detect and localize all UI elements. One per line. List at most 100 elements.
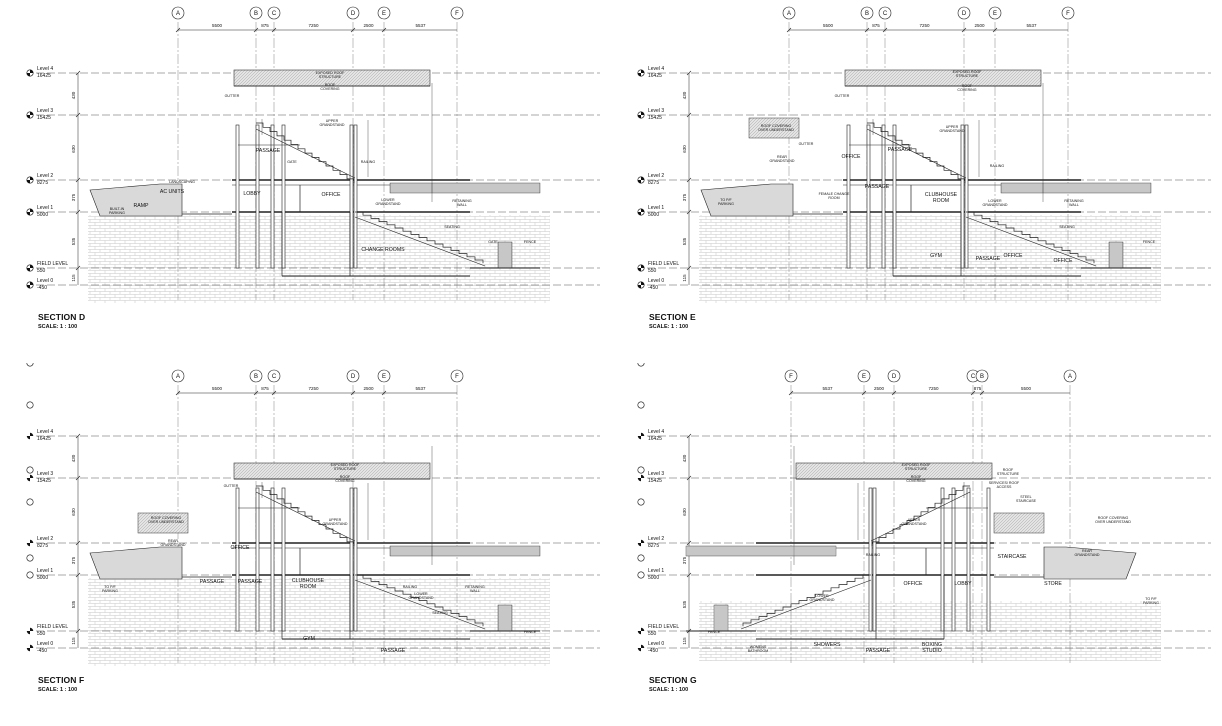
building-section xyxy=(89,446,541,640)
grid-bubble-icon xyxy=(975,369,989,383)
grid-label: B xyxy=(254,11,258,17)
label-fence: FENCE xyxy=(524,240,537,244)
grid-label: D xyxy=(892,374,897,380)
level-name: Level 4 xyxy=(37,66,53,72)
section-title: SECTION G xyxy=(649,675,697,685)
level-elevation: 550 xyxy=(648,268,657,274)
rear-roof xyxy=(993,512,1045,534)
level-elevation: -450 xyxy=(37,648,47,654)
grid-label: A xyxy=(176,374,180,380)
label-seating: SEATING xyxy=(444,225,460,229)
label-gate2: GATE xyxy=(488,240,498,244)
fence xyxy=(497,241,513,269)
grid-dimension: 7250 xyxy=(919,23,930,28)
level-name: FIELD LEVEL xyxy=(37,261,68,267)
level-marker-icon xyxy=(637,264,645,272)
level-marker-icon xyxy=(637,554,645,635)
level-marker-icon xyxy=(26,554,34,635)
label-passage2: PASSAGE xyxy=(865,184,890,190)
grid-label: D xyxy=(351,11,356,17)
label-office: OFFICE xyxy=(230,545,250,551)
label-passage: PASSAGE xyxy=(888,147,913,153)
label-change: CHANGE ROOMS xyxy=(361,247,405,253)
label-gutter: GUTTER xyxy=(835,94,850,98)
level-dimension: 535 xyxy=(682,600,687,608)
section-scale: SCALE: 1 : 100 xyxy=(649,324,689,330)
level-name: Level 2 xyxy=(37,536,53,542)
level-name: Level 4 xyxy=(37,429,53,435)
level-elevation: 16425 xyxy=(648,73,662,79)
label-ac: AC UNITS xyxy=(160,189,185,195)
fence xyxy=(1108,241,1124,269)
grid-dimension: 5537 xyxy=(415,23,426,28)
level-marker-icon xyxy=(26,264,34,272)
grid-dimension: 2500 xyxy=(974,23,985,28)
label-gutter2: GUTTER xyxy=(799,142,814,146)
level-marker-icon xyxy=(26,111,34,119)
label-fence: FENCE xyxy=(524,630,537,634)
level-dimension: 115 xyxy=(682,274,687,282)
grid-label: B xyxy=(254,374,258,380)
label-lobby: LOBBY xyxy=(954,581,972,587)
grid-bubble-icon xyxy=(784,369,798,383)
section-scale: SCALE: 1 : 100 xyxy=(38,687,78,693)
grid-bubble-icon xyxy=(1061,6,1075,20)
level-elevation: 550 xyxy=(37,631,46,637)
ramp xyxy=(700,183,794,217)
label-office: OFFICE xyxy=(841,154,861,160)
ramp xyxy=(89,183,183,217)
grid-label: F xyxy=(455,374,459,380)
grid-label: E xyxy=(382,11,386,17)
grid-label: E xyxy=(382,374,386,380)
level-elevation: 8275 xyxy=(37,180,48,186)
level-elevation: -450 xyxy=(648,648,658,654)
level-marker-icon xyxy=(637,466,645,547)
grid-dimension: 875 xyxy=(974,386,982,391)
fence xyxy=(497,604,513,632)
level-name: Level 1 xyxy=(37,205,53,211)
label-office: OFFICE xyxy=(903,581,923,587)
retaining-wall xyxy=(389,182,541,194)
level-marker-icon xyxy=(637,571,645,652)
level-marker-icon xyxy=(637,111,645,119)
grid-dimension: 5500 xyxy=(212,23,223,28)
label-gate: GATE xyxy=(287,160,297,164)
roof-canopy xyxy=(795,462,993,480)
grid-dimension: 5500 xyxy=(212,386,223,391)
grid-dimension: 2500 xyxy=(363,386,374,391)
level-name: Level 0 xyxy=(648,641,664,647)
grid-dimension: 875 xyxy=(872,23,880,28)
grid-bubble-icon xyxy=(249,369,263,383)
level-marker-icon xyxy=(637,401,645,482)
grid-bubble-icon xyxy=(171,6,185,20)
level-marker-icon xyxy=(637,176,645,184)
ramp xyxy=(1043,546,1137,580)
grid-label: E xyxy=(862,374,866,380)
level-name: Level 1 xyxy=(648,568,664,574)
grid-bubble-icon xyxy=(267,369,281,383)
grid-label: F xyxy=(455,11,459,17)
level-name: FIELD LEVEL xyxy=(648,624,679,630)
label-seating: SEATING xyxy=(1059,225,1075,229)
ground-hatch xyxy=(699,601,1161,661)
level-name: FIELD LEVEL xyxy=(37,624,68,630)
label-showers: SHOWERS xyxy=(814,642,841,648)
grid-label: A xyxy=(1068,374,1072,380)
level-name: Level 3 xyxy=(648,471,664,477)
level-marker-icon xyxy=(26,571,34,652)
